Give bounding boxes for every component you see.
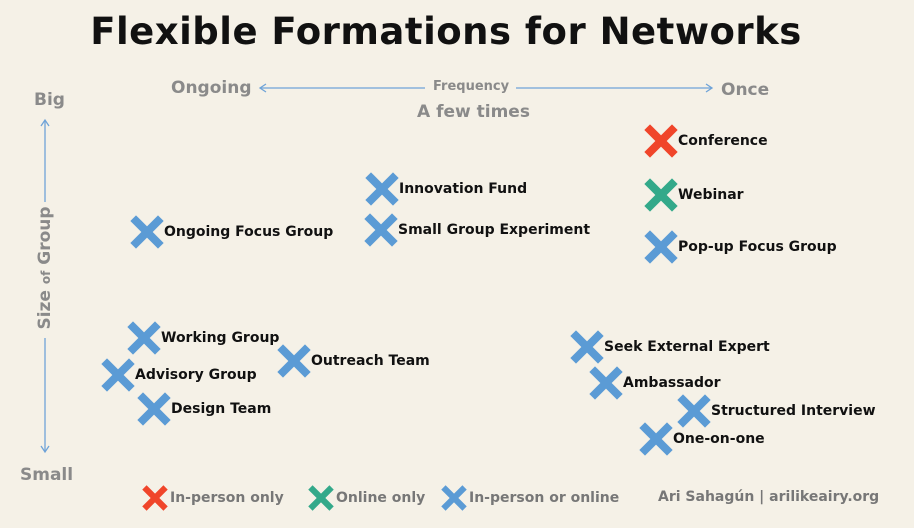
item-label-ongoing-focus-group: Ongoing Focus Group: [164, 224, 334, 240]
item-label-structured-interview: Structured Interview: [711, 403, 876, 419]
legend-label-in-person-only: In-person only: [170, 490, 284, 506]
x-marker-both-icon: [589, 366, 623, 400]
legend-online-icon: [308, 485, 334, 511]
item-label-working-group: Working Group: [161, 330, 280, 346]
y-arrow-bottom-head: [40, 445, 50, 454]
x-axis-left-label: Ongoing: [171, 78, 252, 98]
item-label-pop-up-focus-group: Pop-up Focus Group: [678, 239, 837, 255]
x-marker-both-icon: [570, 330, 604, 364]
credit: Ari Sahagún | arilikeairy.org: [658, 489, 880, 505]
x-marker-both-icon: [365, 172, 399, 206]
y-axis-bottom-label: Small: [20, 465, 74, 485]
item-label-advisory-group: Advisory Group: [135, 367, 257, 383]
item-label-conference: Conference: [678, 133, 768, 149]
x-marker-both-icon: [277, 344, 311, 378]
item-label-innovation-fund: Innovation Fund: [399, 181, 528, 197]
y-axis-top-label: Big: [34, 90, 65, 110]
legend-in-person-icon: [142, 485, 168, 511]
x-marker-both-icon: [644, 230, 678, 264]
x-marker-in-person-icon: [644, 124, 678, 158]
item-label-ambassador: Ambassador: [623, 375, 721, 391]
y-arrow-top-head: [40, 118, 50, 127]
x-marker-online-icon: [644, 178, 678, 212]
x-marker-both-icon: [101, 358, 135, 392]
x-arrow-left-head: [258, 83, 267, 93]
x-axis-title: Frequency: [433, 79, 510, 94]
item-label-one-on-one: One-on-one: [673, 431, 765, 447]
legend-label-online-only: Online only: [336, 490, 426, 506]
x-arrow-right-head: [705, 83, 714, 93]
item-label-webinar: Webinar: [678, 187, 744, 203]
x-marker-both-icon: [130, 215, 164, 249]
x-marker-both-icon: [677, 394, 711, 428]
x-marker-both-icon: [137, 392, 171, 426]
x-axis-mid-label: A few times: [417, 102, 530, 122]
legend-label-in-person-or-online: In-person or online: [469, 490, 620, 506]
item-label-design-team: Design Team: [171, 401, 272, 417]
item-label-small-group-experiment: Small Group Experiment: [398, 222, 591, 238]
page-title: Flexible Formations for Networks: [90, 10, 802, 53]
x-marker-both-icon: [364, 213, 398, 247]
item-label-seek-external-expert: Seek External Expert: [604, 339, 770, 355]
x-marker-both-icon: [127, 321, 161, 355]
item-label-outreach-team: Outreach Team: [311, 353, 430, 369]
x-axis-right-label: Once: [721, 80, 770, 100]
legend-both-icon: [441, 485, 467, 511]
x-marker-both-icon: [639, 422, 673, 456]
